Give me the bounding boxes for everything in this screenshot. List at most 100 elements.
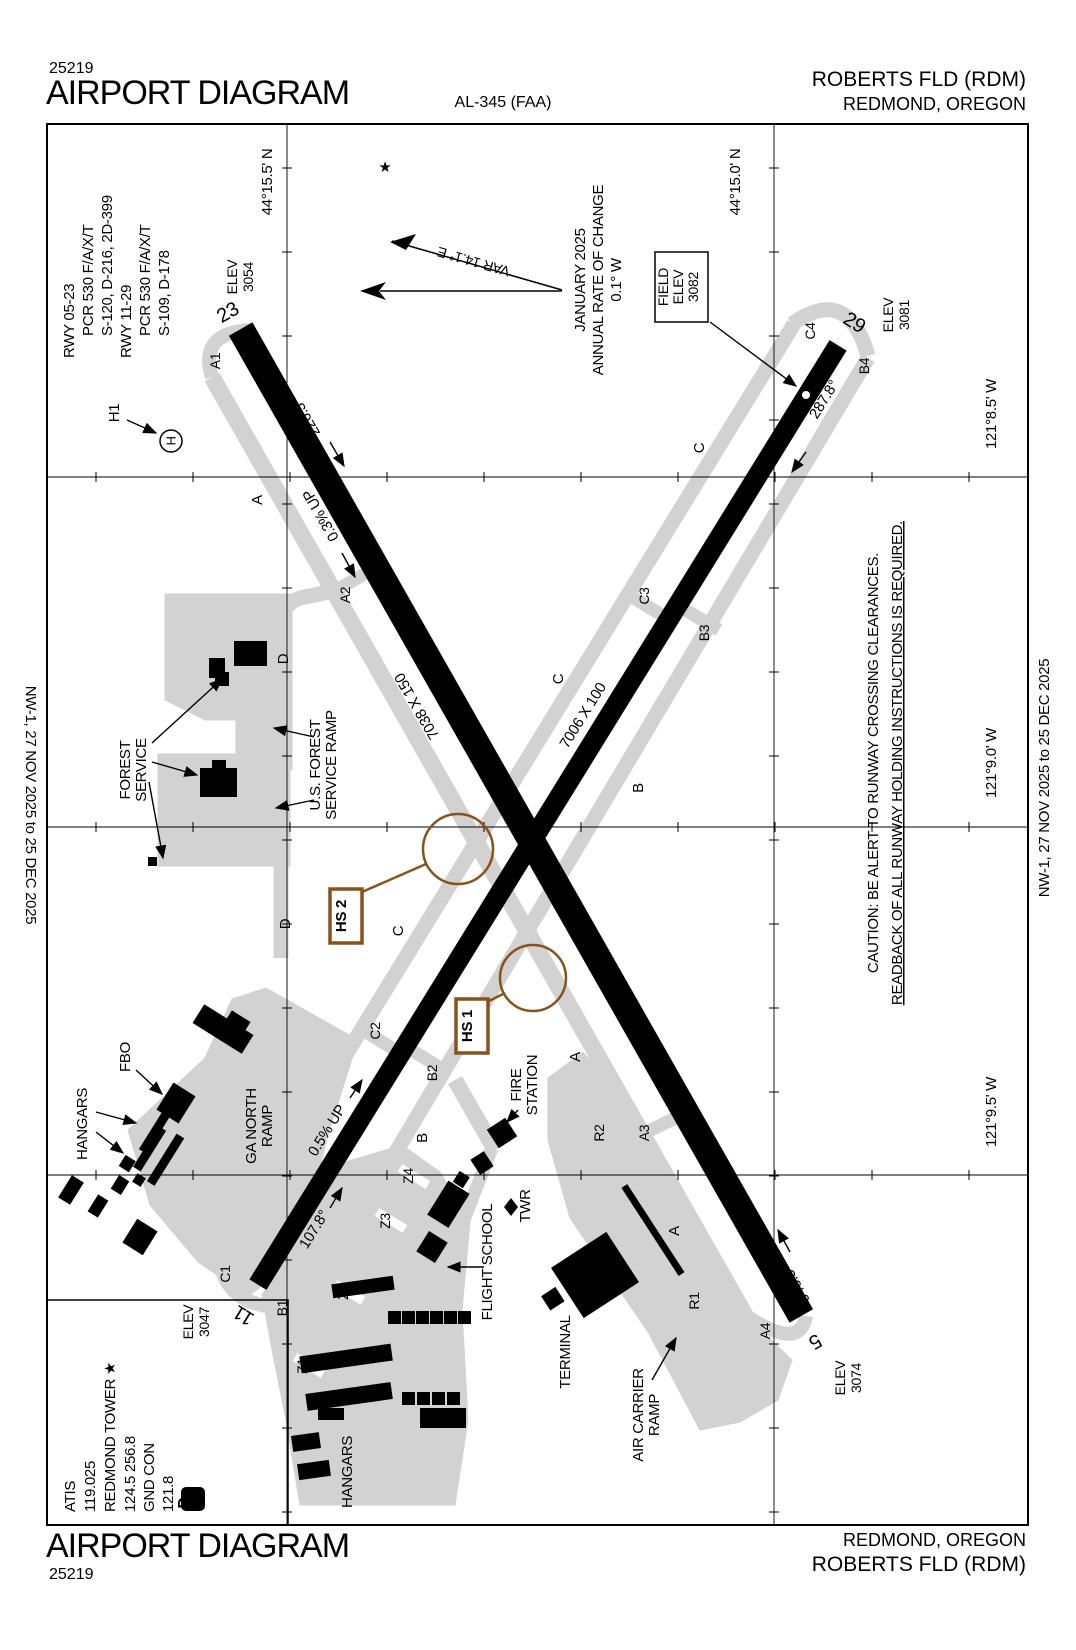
building <box>486 1117 518 1149</box>
tower-label: REDMOND TOWER ★ <box>102 1362 119 1512</box>
forest-service-arrow <box>151 761 199 777</box>
taxiway-b-label: B <box>414 1133 431 1143</box>
variation-l1: JANUARY 2025 <box>572 228 589 331</box>
taxiway-r2-label: R2 <box>591 1124 607 1142</box>
graticule-ticks <box>95 167 970 1513</box>
building <box>417 1392 430 1405</box>
building <box>416 1230 448 1264</box>
usfs-ramp-arrow <box>272 725 315 738</box>
building <box>58 1175 84 1205</box>
elev-3047-l2: 3047 <box>196 1307 212 1337</box>
taxiway-a4-label: A4 <box>757 1322 773 1339</box>
taxiway-a-label: A <box>249 495 266 505</box>
building <box>452 1170 470 1189</box>
lat-label-a: 44°15.5' N <box>259 149 276 216</box>
runway-data-l4: RWY 11-29 <box>118 285 135 358</box>
building <box>432 1392 445 1405</box>
runway-11-29 <box>249 340 847 1290</box>
annotations <box>46 234 810 1526</box>
fbo-label: FBO <box>117 1042 134 1072</box>
taxilane-z3-label: Z3 <box>377 1213 393 1229</box>
true-north-arrowhead-icon <box>360 282 386 300</box>
hdg-287-arrow <box>791 451 807 474</box>
helipad-circle <box>159 429 183 453</box>
map-labels: ★ 44°15.5' N 44°15.0' N 121°8.5' W 121°9… <box>22 149 1053 1512</box>
comm-box <box>46 1299 289 1526</box>
terminal-building <box>550 1231 640 1319</box>
taxiway-c-label: C <box>691 442 708 453</box>
airport-name: ROBERTS FLD (RDM) <box>811 68 1026 91</box>
runways <box>228 322 847 1323</box>
lon-label-b: 121°9.0' W <box>983 727 1000 798</box>
building <box>118 1154 136 1173</box>
building <box>122 1218 158 1256</box>
taxiway-c1-label: C1 <box>217 1265 233 1283</box>
building <box>133 1125 167 1172</box>
usfs-ramp-arrow <box>274 799 315 811</box>
magnetic-north-arrowhead-icon <box>390 234 416 250</box>
taxiway-b1-label: B1 <box>274 1299 290 1316</box>
fbo-arrow <box>135 1069 164 1095</box>
taxiway-c-label: C <box>390 925 407 936</box>
hotspot-2-label: HS 2 <box>333 900 350 932</box>
runway-data-l5: PCR 530 F/A/X/T <box>137 224 154 336</box>
grad-03-arrow <box>341 552 356 579</box>
runway-05-23 <box>228 322 814 1323</box>
helipad-h1-label: H1 <box>106 404 123 423</box>
page-title: AIRPORT DIAGRAM <box>46 74 350 112</box>
building <box>212 760 226 769</box>
taxilane-z4-label: Z4 <box>400 1168 416 1184</box>
helipad-arrow <box>126 419 158 434</box>
building <box>223 1010 251 1035</box>
lon-label-c: 121°9.5' W <box>983 1076 1000 1147</box>
var-label: VAR 14.1° E <box>436 244 512 280</box>
chart-number: 25219 <box>49 60 94 77</box>
hotspot-2-leader <box>361 862 427 894</box>
building <box>427 1180 470 1228</box>
taxiway-a2-label: A2 <box>337 586 353 603</box>
taxiway-c4-label: C4 <box>802 322 818 340</box>
building <box>146 1133 185 1186</box>
south-hangar-apron <box>261 1144 471 1506</box>
building <box>110 1175 130 1195</box>
building <box>402 1392 415 1405</box>
hangars-south-label: HANGARS <box>339 1436 356 1508</box>
procedure-id: AL-345 (FAA) <box>454 94 552 111</box>
forest-service-arrow <box>148 781 167 860</box>
field-elev-box <box>654 251 709 323</box>
elev-3081-l2: 3081 <box>896 300 912 330</box>
building <box>132 1173 146 1187</box>
hotspot-1-circle <box>498 943 568 1013</box>
rwy-number-5: 5 <box>805 1329 826 1354</box>
rwy-number-23: 23 <box>213 298 243 328</box>
building <box>388 1311 401 1324</box>
runway-data-l1: RWY 05-23 <box>61 284 78 358</box>
atis-freq: 119.025 <box>82 1461 99 1512</box>
taxilane-z2-label: Z2 <box>335 1284 351 1300</box>
forest-service-label: SERVICE <box>133 738 150 802</box>
forest-service-arrow <box>151 678 224 744</box>
caution-line-1: CAUTION: BE ALERT TO RUNWAY CROSSING CLE… <box>865 553 882 973</box>
hangars-arrow <box>95 1131 125 1154</box>
building <box>200 768 237 797</box>
elev-3074-l2: 3074 <box>848 1363 864 1393</box>
building <box>541 1286 565 1311</box>
building <box>192 1004 254 1054</box>
variation-l2: ANNUAL RATE OF CHANGE <box>590 185 607 376</box>
hdg-107-arrow <box>329 1186 343 1209</box>
building <box>447 1392 460 1405</box>
hotspot-1-box <box>454 997 490 1055</box>
runway-data-l3: S-120, D-216, 2D-399 <box>99 195 116 336</box>
air-carrier-ramp-label: AIR CARRIER <box>630 1368 647 1462</box>
building <box>234 641 267 666</box>
hangars-arrow <box>95 1111 138 1126</box>
elev-3081-l1: ELEV <box>880 297 896 333</box>
taxiway-b3-label: B3 <box>696 624 712 641</box>
atis-label: ATIS <box>62 1481 79 1512</box>
tower-freqs: 124.5 256.8 <box>122 1436 139 1512</box>
taxiway-a-label: A <box>567 1052 584 1062</box>
margin-note-right: NW-1, 27 NOV 2025 to 25 DEC 2025 <box>1036 659 1053 898</box>
hotspot-2-box <box>328 887 364 945</box>
building <box>470 1151 494 1175</box>
